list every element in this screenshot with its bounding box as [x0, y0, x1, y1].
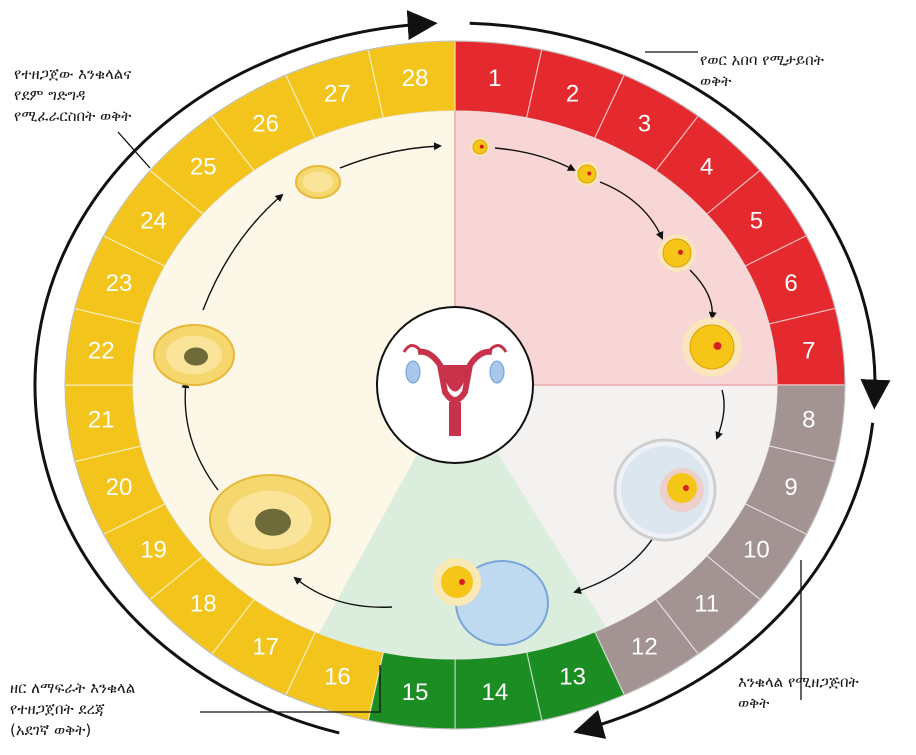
- day-number: 19: [140, 536, 167, 563]
- day-segment: 14: [455, 652, 542, 729]
- day-number: 22: [88, 337, 115, 364]
- egg-icon: [471, 138, 490, 157]
- day-number: 17: [252, 634, 279, 661]
- day-number: 9: [784, 474, 797, 501]
- day-number: 6: [784, 270, 797, 297]
- day-number: 27: [324, 80, 351, 107]
- day-number: 24: [140, 208, 167, 235]
- day-number: 12: [631, 634, 658, 661]
- corpus-luteum-icon: [296, 166, 340, 198]
- corpus-luteum-icon: [154, 325, 234, 385]
- ovulation-callout: ዘር ለማፍራት እንቁላል የተዘጋጀበት ደረጃ (አደገኛ ወቅት): [10, 678, 135, 741]
- day-number: 10: [743, 536, 770, 563]
- luteal-callout: የተዘጋጀው እንቁላልና የደም ግድግዳ የሚፈራርስበት ወቅት: [14, 64, 131, 127]
- day-number: 13: [559, 664, 586, 691]
- day-number: 23: [106, 270, 133, 297]
- center-uterus: [377, 307, 533, 463]
- day-number: 14: [482, 679, 509, 706]
- day-segment: 28: [368, 41, 455, 118]
- day-number: 7: [802, 337, 815, 364]
- egg-icon: [682, 317, 741, 376]
- day-number: 16: [324, 664, 351, 691]
- day-number: 20: [106, 474, 133, 501]
- day-number: 21: [88, 407, 115, 434]
- day-number: 25: [190, 154, 217, 181]
- day-number: 26: [252, 110, 279, 137]
- follicle-icon: [615, 440, 715, 540]
- day-number: 5: [750, 208, 763, 235]
- day-number: 15: [402, 679, 429, 706]
- day-number: 8: [802, 407, 815, 434]
- egg-icon: [575, 162, 599, 186]
- day-number: 11: [694, 590, 719, 617]
- egg-icon: [658, 234, 696, 272]
- corpus-luteum-icon: [210, 475, 330, 565]
- menstruation-callout: የወር አበባ የሚታይበት ወቅት: [700, 50, 824, 92]
- day-number: 3: [638, 110, 651, 137]
- day-number: 18: [190, 590, 217, 617]
- follicular-callout: እንቁላል የሚዘጋጅበት ወቅት: [738, 672, 859, 714]
- day-number: 28: [402, 65, 429, 92]
- day-number: 1: [488, 65, 501, 92]
- day-number: 4: [700, 154, 713, 181]
- day-number: 2: [566, 80, 579, 107]
